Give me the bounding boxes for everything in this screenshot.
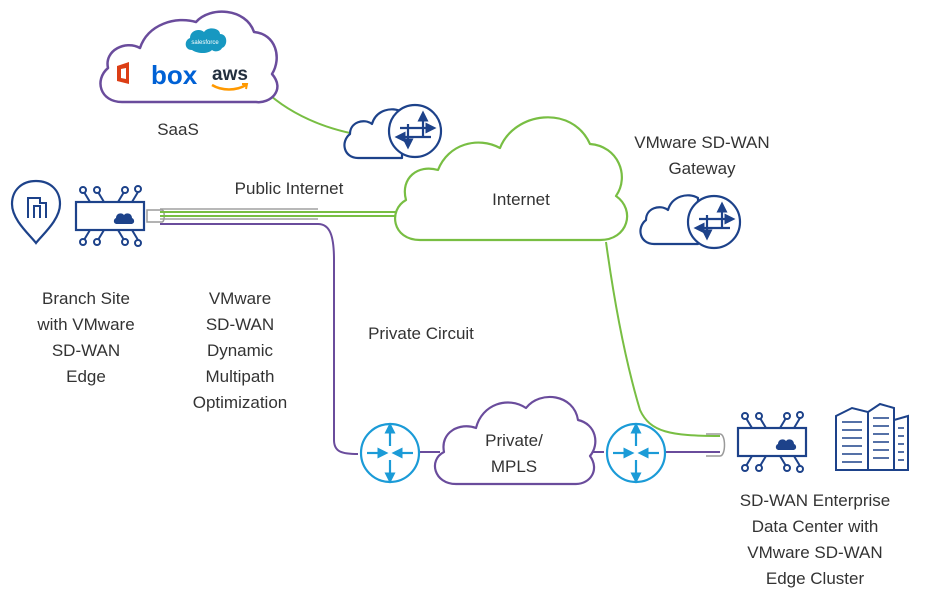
aws-logo: aws [212, 64, 248, 85]
internet-to-dc-line [605, 241, 721, 437]
mpls-label-line1: Private/ [485, 431, 543, 450]
aws-smile-icon [211, 83, 247, 91]
dc-label-line1: SD-WAN Enterprise [740, 491, 891, 510]
mpls-cloud-icon [434, 395, 597, 486]
dc-pipe-outline [706, 433, 726, 457]
dmpo-label-line4: Multipath [206, 367, 275, 386]
sdwan-edge-appliance-icon [74, 185, 146, 247]
branch-label-line2: with VMware [36, 315, 134, 334]
branch-label-line1: Branch Site [42, 289, 130, 308]
dc-label-line4: Edge Cluster [766, 569, 865, 588]
dmpo-label-line2: SD-WAN [206, 315, 274, 334]
box-logo: box [151, 60, 198, 90]
router-icon-right [605, 422, 667, 484]
private-circuit-label: Private Circuit [368, 324, 474, 343]
datacenter-building-icon [835, 402, 909, 471]
internet-label: Internet [492, 190, 550, 209]
salesforce-logo-icon: salesforce [185, 28, 227, 53]
saas-cloud-icon: box aws salesforce [99, 10, 279, 104]
gateway-cloud-icon-right [639, 194, 742, 250]
router-icon-left [359, 422, 421, 484]
dc-label-line2: Data Center with [752, 517, 879, 536]
office-logo-icon [117, 62, 129, 84]
dmpo-label-line1: VMware [209, 289, 271, 308]
branch-label-line4: Edge [66, 367, 106, 386]
branch-location-pin-icon [10, 179, 62, 245]
private-circuit-line [160, 223, 359, 455]
dmpo-label-line5: Optimization [193, 393, 287, 412]
branch-pipe-outline [146, 209, 165, 223]
dc-label-line3: VMware SD-WAN [747, 543, 882, 562]
dmpo-label-line3: Dynamic [207, 341, 274, 360]
mpls-label-line2: MPLS [491, 457, 537, 476]
saas-label: SaaS [157, 120, 199, 139]
gateway-label-line2: Gateway [668, 159, 736, 178]
public-internet-label: Public Internet [235, 179, 344, 198]
branch-label-line3: SD-WAN [52, 341, 120, 360]
gateway-cloud-icon [343, 103, 443, 160]
dc-edge-appliance-icon [736, 411, 808, 473]
svg-text:salesforce: salesforce [191, 40, 219, 46]
gateway-label-line1: VMware SD-WAN [634, 133, 769, 152]
internet-cloud-icon [394, 116, 629, 242]
